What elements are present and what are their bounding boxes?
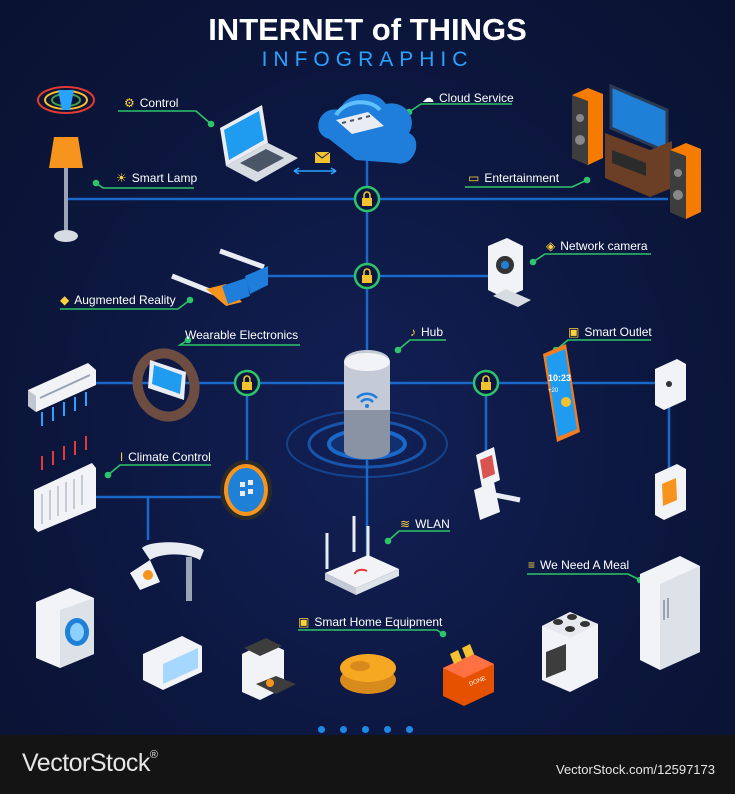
dot	[406, 726, 413, 733]
gear-icon: ⚙	[124, 96, 135, 110]
email-icon	[293, 151, 337, 175]
heat-airflow	[41, 436, 87, 470]
label-augmented-reality: ◆Augmented Reality	[60, 293, 176, 307]
lamp-device	[37, 86, 95, 242]
heater-device	[34, 463, 96, 532]
label-wearable-electronics: Wearable Electronics	[185, 328, 299, 342]
desk-clamp-device	[130, 542, 204, 601]
label-entertainment: ▭Entertainment	[468, 171, 560, 185]
label-wlan: ≋WLAN	[400, 517, 450, 531]
phone-temp: +20	[548, 388, 559, 394]
camera-device	[488, 238, 531, 307]
cold-airflow	[41, 392, 87, 426]
smartwatch-device	[132, 348, 200, 422]
lock-icon	[472, 369, 500, 397]
label-network-camera: ◈Network camera	[546, 239, 648, 253]
pagination-dots	[318, 720, 428, 738]
toaster-device: DONE	[443, 644, 494, 706]
robot-vacuum-device	[340, 654, 396, 694]
phone-device: 10:23 +20	[543, 344, 580, 442]
cloud-device	[318, 93, 417, 164]
coffee-machine-device	[242, 638, 296, 700]
router-device	[325, 516, 399, 595]
fridge-device	[640, 556, 700, 670]
air-conditioner-device	[28, 363, 96, 412]
light-switch-device	[655, 464, 686, 520]
page-subtitle: INFOGRAPHIC	[261, 48, 474, 71]
label-smart-home-equipment: ▣Smart Home Equipment	[298, 615, 443, 629]
lock-icon	[233, 369, 261, 397]
cloud-icon: ☁	[422, 91, 434, 105]
page-title: INTERNET of THINGS	[208, 12, 527, 47]
outlet-icon: ▣	[568, 325, 580, 339]
entertainment-device	[572, 83, 701, 219]
washing-machine-device	[36, 588, 94, 668]
shield-icon: ◈	[546, 239, 556, 253]
label-control: ⚙Control	[124, 96, 179, 110]
cube-icon: ◆	[60, 293, 70, 307]
dot	[340, 726, 347, 733]
label-we-need-a-meal: ≡We Need A Meal	[528, 558, 630, 572]
network-diagram: 10:23 +20	[28, 83, 701, 706]
burger-icon: ≡	[528, 558, 536, 572]
hub-speaker-device	[344, 350, 390, 459]
leader-lines	[60, 103, 651, 638]
microphone-icon: ♪	[410, 325, 416, 339]
lock-icon	[353, 262, 381, 290]
smart-lock-device	[474, 447, 521, 520]
wifi-icon: ≋	[400, 517, 411, 531]
lock-icon	[353, 185, 381, 213]
stock-url: VectorStock.com/12597173	[556, 762, 715, 777]
stove-device	[542, 612, 598, 692]
dot	[318, 726, 325, 733]
ar-glasses-device	[171, 248, 268, 306]
label-cloud-service: ☁Cloud Service	[422, 91, 514, 105]
monitor-icon: ▭	[468, 171, 480, 185]
footer-bar: VectorStock® VectorStock.com/12597173	[0, 735, 735, 794]
label-smart-outlet: ▣Smart Outlet	[568, 325, 652, 339]
label-smart-lamp: ☀Smart Lamp	[116, 171, 198, 185]
label-hub: ♪Hub	[410, 325, 444, 339]
smart-outlet-device	[655, 359, 686, 410]
thermometer-icon: ǀ	[120, 450, 124, 464]
thermostat-device	[220, 460, 272, 520]
box-icon: ▣	[298, 615, 310, 629]
dot	[384, 726, 391, 733]
microwave-device	[143, 636, 202, 690]
brand-logo: VectorStock®	[22, 749, 158, 777]
sun-icon: ☀	[116, 171, 127, 185]
dot	[362, 726, 369, 733]
phone-time: 10:23	[548, 373, 571, 383]
laptop-device	[220, 105, 298, 182]
